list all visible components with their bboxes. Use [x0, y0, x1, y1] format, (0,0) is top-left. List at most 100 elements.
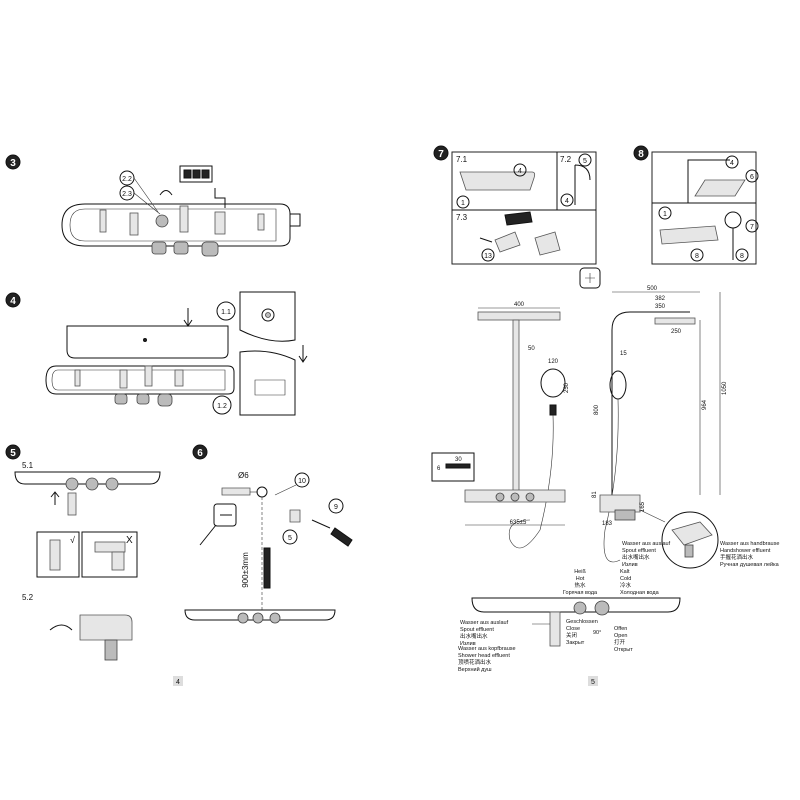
- wall-bracket: [263, 547, 271, 589]
- mount-height: 900±3mm: [241, 552, 250, 588]
- shelf-body: [61, 203, 291, 247]
- step-number: 5: [10, 448, 16, 459]
- label-shower-head: Shower head effluent: [458, 653, 510, 659]
- label-handshower: Wasser aus handbrause: [720, 541, 779, 547]
- label-cold: Cold: [620, 576, 631, 582]
- dim-400: 400: [514, 302, 525, 308]
- label-spout-effluent: Wasser aus auslauf: [460, 620, 509, 626]
- shelf-8: [659, 225, 719, 245]
- option-bad: [81, 531, 138, 578]
- step-number: 4: [10, 296, 16, 307]
- label-open: 打开: [614, 638, 626, 646]
- knob: [105, 477, 119, 491]
- callout: 2.3: [122, 191, 132, 198]
- glass-cover: [66, 325, 229, 359]
- label-angle: 90°: [593, 630, 601, 636]
- fitting: [119, 369, 128, 389]
- shelf-inner: [51, 369, 226, 391]
- dim-50: 50: [528, 346, 535, 352]
- step-number: 6: [197, 448, 203, 459]
- screwdriver-handle: [330, 527, 353, 547]
- knob: [151, 241, 167, 255]
- step-7: 7 7.1 4 1 7.2 5 4 7.3 13: [433, 145, 597, 265]
- holder: [494, 231, 521, 253]
- dim-250-side: 250: [671, 329, 682, 335]
- callout-bubble: [481, 248, 495, 262]
- spout-outlet: [104, 639, 118, 661]
- callout-bubble: [690, 248, 704, 262]
- shelf-usage: [471, 597, 681, 613]
- label-shower-head: Wasser aus kopfbrause: [458, 646, 516, 652]
- knob: [525, 492, 535, 502]
- dim-30: 30: [455, 457, 462, 463]
- dim-800: 800: [594, 404, 600, 415]
- callout: 10: [298, 478, 306, 485]
- screwdriver: [199, 524, 217, 546]
- valve: [155, 214, 169, 228]
- callout: 4: [565, 198, 569, 205]
- ruler-icon: [579, 267, 601, 289]
- callout-bubble: [725, 155, 739, 169]
- knob: [201, 241, 219, 257]
- step-3: 3 2.2 2.3: [5, 154, 301, 257]
- substep-label: 7.1: [456, 155, 468, 164]
- dim-250: 250: [564, 382, 570, 393]
- callout: 7: [750, 224, 754, 231]
- shelf-7-1: [459, 171, 536, 191]
- label-hot: 热水: [574, 581, 586, 589]
- callout: 2.2: [122, 176, 132, 183]
- step-number: 8: [638, 149, 644, 160]
- inset-profile: [445, 463, 471, 469]
- hex-key: [214, 188, 226, 208]
- step-8: 8 4 6 1 7 8 8: [633, 145, 759, 265]
- spout-side: [614, 509, 636, 521]
- label-cold: 冷水: [620, 581, 632, 589]
- detail-screw: [261, 308, 275, 322]
- usage-diagram: Heiß Hot 热水 Горячая вода Kalt Cold 冷水 Хо…: [458, 569, 681, 673]
- anchor-icon: [213, 503, 237, 527]
- up-arrow: [50, 491, 60, 505]
- callout-bubble: [513, 163, 527, 177]
- substep-label: 5.2: [22, 593, 34, 602]
- detail-clip: [254, 379, 286, 396]
- pipe-7-2: [574, 164, 591, 205]
- callout: 1: [663, 211, 667, 218]
- callout: 5: [583, 158, 587, 165]
- page-number-right: 5: [591, 679, 595, 686]
- dim-1050: 1050: [722, 381, 728, 395]
- label-closed: 关闭: [566, 631, 577, 639]
- label-hot: Hot: [576, 576, 585, 582]
- spout-usage: [549, 611, 561, 647]
- option-ok: [36, 531, 80, 578]
- callout-bubble: [294, 472, 310, 488]
- dim-6: 6: [437, 466, 441, 472]
- callout: 9: [334, 504, 338, 511]
- knob: [510, 492, 520, 502]
- riser-pipe: [512, 319, 520, 496]
- dim-350: 350: [655, 304, 666, 310]
- step-8-frame: [651, 151, 757, 265]
- page-number-box: [588, 676, 598, 686]
- down-arrow: [298, 345, 308, 363]
- spout-part: [111, 551, 125, 571]
- page-number-left: 4: [176, 679, 180, 686]
- callout: 8: [695, 253, 699, 260]
- hand-holder: [549, 404, 557, 416]
- callout: 1: [461, 200, 465, 207]
- callout-bubble: [560, 193, 574, 207]
- zoom-outlet: [684, 544, 694, 558]
- step-badge: [433, 145, 449, 161]
- adapter-part: [49, 539, 61, 571]
- bracket: [504, 211, 533, 226]
- drill-bit: [221, 487, 251, 496]
- dim-165: 165: [640, 501, 646, 512]
- fitting: [179, 205, 189, 233]
- drill-hole: [256, 486, 268, 498]
- label-spout: 出水嘴出水: [622, 553, 650, 561]
- screw: [311, 519, 331, 529]
- detail-block: [183, 169, 192, 179]
- knob: [495, 492, 505, 502]
- fitting: [174, 369, 184, 387]
- knob: [237, 612, 249, 624]
